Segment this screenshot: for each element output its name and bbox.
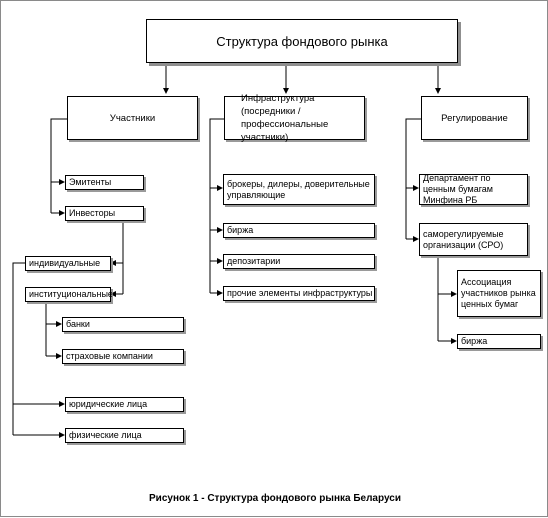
node-department: Департамент по ценным бумагам Минфина РБ [419,173,528,205]
node-exchange-infra: биржа [223,223,375,238]
diagram-title: Структура фондового рынка [146,19,458,63]
node-association: Ассоциация участников рынка ценных бумаг [457,270,541,317]
node-depositories: депозитарии [223,254,375,269]
node-natural-persons: физические лица [65,428,184,443]
node-other-infra: прочие элементы инфраструктуры [223,286,375,301]
header-infrastructure: Инфраструктура (посредники / профессиона… [224,93,365,143]
header-regulation: Регулирование [421,96,528,140]
node-issuers: Эмитенты [65,175,144,190]
node-legal-entities: юридические лица [65,397,184,412]
node-sro: саморегулируемые организации (СРО) [419,223,528,256]
node-individual: индивидуальные [25,256,111,271]
node-institutional: институциональные [25,287,113,302]
node-brokers: брокеры, дилеры, доверительные управляющ… [223,174,375,205]
node-investors: Инвесторы [65,206,144,221]
header-participants: Участники [67,96,198,140]
node-exchange-reg: биржа [457,334,541,349]
node-banks: банки [62,317,184,332]
figure-caption: Рисунок 1 - Структура фондового рынка Бе… [149,493,401,504]
node-insurance: страховые компании [62,349,184,364]
